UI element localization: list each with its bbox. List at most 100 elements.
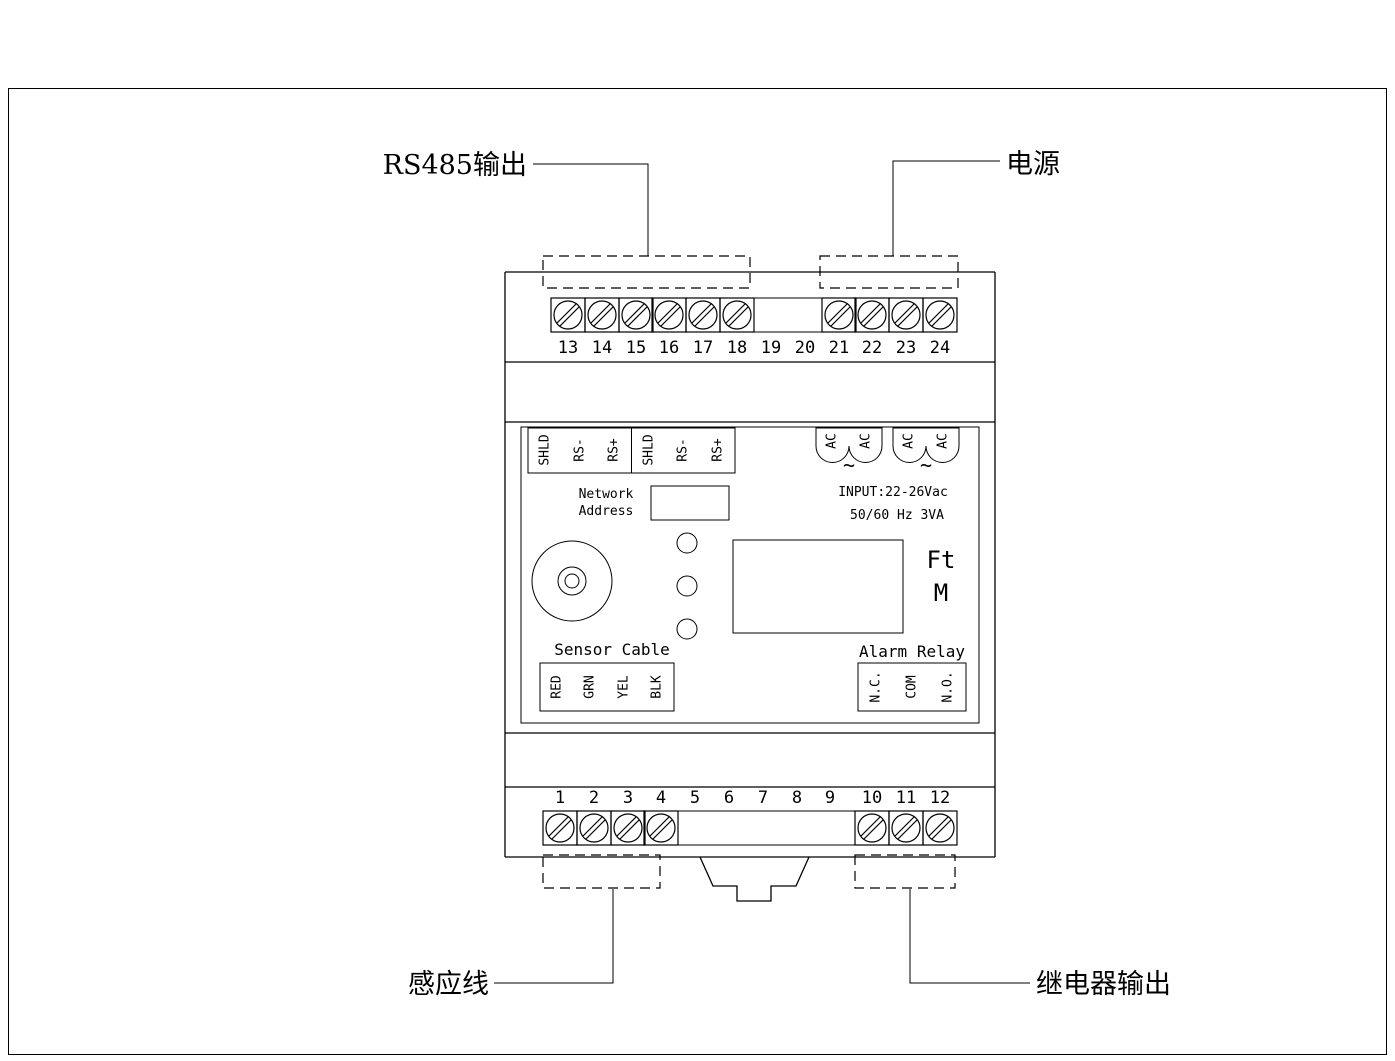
screw-terminal-10 — [854, 810, 890, 846]
led-middle — [676, 575, 698, 597]
ac-tilde: ~ — [843, 453, 855, 477]
ac-power-block: AC AC AC AC ~ ~ INPUT:22-26Vac 50/60 Hz … — [815, 427, 960, 523]
screw-terminal-15 — [618, 297, 654, 333]
callout-sensor: 感应线 — [408, 889, 614, 1000]
unit-ft-label: Ft — [927, 546, 956, 574]
bottom-terminal-screws — [542, 810, 958, 846]
screw-terminal-13 — [550, 297, 586, 333]
power-leader-line — [892, 160, 1000, 256]
terminal-number: 5 — [690, 788, 700, 808]
screw-terminal-18 — [719, 297, 755, 333]
ac-label: AC — [825, 433, 840, 449]
drawing-border — [8, 88, 1387, 1055]
relay-output-label: 继电器输出 — [1036, 969, 1171, 1000]
top-terminal-numbers: 13 14 15 16 17 18 19 20 21 22 23 24 — [558, 338, 950, 358]
wire-label: YEL — [617, 675, 632, 699]
alarm-relay-title: Alarm Relay — [859, 642, 965, 661]
sensor-port-outer-circle — [531, 540, 613, 622]
ac-terminal-pair-right — [892, 427, 960, 463]
alarm-relay-block: Alarm Relay N.C. COM N.O. — [857, 642, 967, 712]
top-terminal-screws — [550, 297, 958, 333]
ac-label: AC — [859, 433, 874, 449]
terminal-number: 14 — [592, 338, 612, 358]
rs485-output-label: RS485输出 — [383, 150, 527, 181]
rs485-pin-label: RS+ — [607, 438, 622, 462]
screw-terminal-14 — [584, 297, 620, 333]
rs485-pin-label: RS- — [676, 438, 691, 461]
terminal-number: 15 — [626, 338, 646, 358]
led-indicators — [676, 532, 698, 640]
screw-terminal-1 — [542, 810, 578, 846]
network-address-label-line2: Address — [579, 504, 634, 519]
network-address-window — [650, 485, 730, 521]
rs485-dashed-box — [542, 255, 751, 289]
relay-dashed-box — [854, 854, 956, 889]
rs485-terminal-block: SHLD RS- RS+ SHLD RS- RS+ — [527, 427, 736, 474]
screw-terminal-21 — [821, 297, 857, 333]
led-top — [676, 532, 698, 554]
display-window — [732, 539, 904, 634]
power-label: 电源 — [1006, 149, 1060, 180]
terminal-number: 20 — [795, 338, 815, 358]
sensor-cable-block: Sensor Cable RED GRN YEL BLK — [539, 640, 675, 712]
terminal-number: 12 — [930, 788, 950, 808]
sensor-port — [531, 540, 613, 622]
rs485-pin-label: SHLD — [538, 434, 553, 465]
terminal-number: 19 — [761, 338, 781, 358]
relay-leader-line — [909, 889, 1030, 984]
rs485-pin-label: RS+ — [711, 438, 726, 462]
screw-terminal-11 — [888, 810, 924, 846]
terminal-number: 2 — [589, 788, 599, 808]
device-outline — [504, 271, 996, 858]
terminal-number: 7 — [758, 788, 768, 808]
relay-contact-label: N.O. — [941, 671, 956, 702]
sensor-wire-label: 感应线 — [408, 969, 489, 1000]
terminal-number: 8 — [792, 788, 802, 808]
ac-terminal-pair-left — [815, 427, 883, 463]
screw-terminal-24 — [922, 297, 958, 333]
ac-label: AC — [936, 433, 951, 449]
screw-terminal-3 — [610, 810, 646, 846]
sensor-cable-border — [539, 662, 675, 712]
terminal-number: 10 — [862, 788, 882, 808]
unit-m-label: M — [934, 579, 948, 607]
callout-relay: 继电器输出 — [909, 889, 1171, 1000]
terminal-number: 22 — [862, 338, 882, 358]
sensor-dashed-box — [542, 854, 661, 889]
network-address-label-line1: Network — [579, 487, 634, 502]
sensor-port-inner-circle — [564, 573, 580, 589]
screw-terminal-12 — [922, 810, 958, 846]
screw-terminal-17 — [685, 297, 721, 333]
relay-contact-label: N.C. — [869, 671, 884, 702]
face-panel — [520, 426, 980, 724]
rs485-leader-line — [533, 163, 649, 256]
terminal-number: 17 — [693, 338, 713, 358]
terminal-number: 13 — [558, 338, 578, 358]
power-rating-line2: 50/60 Hz 3VA — [850, 508, 944, 523]
screw-terminal-16 — [651, 297, 687, 333]
callout-power: 电源 — [892, 149, 1060, 256]
network-address: Network Address — [579, 485, 730, 521]
terminal-number: 4 — [656, 788, 666, 808]
power-rating-line1: INPUT:22-26Vac — [838, 485, 948, 500]
din-rail-clip — [699, 856, 810, 902]
terminal-number: 16 — [659, 338, 679, 358]
sensor-port-mid-circle — [557, 566, 587, 596]
alarm-relay-border — [857, 662, 967, 712]
screw-terminal-2 — [576, 810, 612, 846]
terminal-number: 24 — [930, 338, 950, 358]
top-terminal-blank — [753, 297, 823, 333]
screw-terminal-22 — [854, 297, 890, 333]
ac-label: AC — [902, 433, 917, 449]
terminal-number: 23 — [896, 338, 916, 358]
terminal-number: 6 — [724, 788, 734, 808]
bottom-terminal-blank — [677, 810, 856, 846]
rs485-pin-label: RS- — [573, 438, 588, 461]
sensor-cable-title: Sensor Cable — [554, 640, 670, 659]
screw-terminal-23 — [888, 297, 924, 333]
wire-label: BLK — [650, 675, 665, 699]
terminal-number: 1 — [555, 788, 565, 808]
led-bottom — [676, 618, 698, 640]
terminal-number: 3 — [623, 788, 633, 808]
